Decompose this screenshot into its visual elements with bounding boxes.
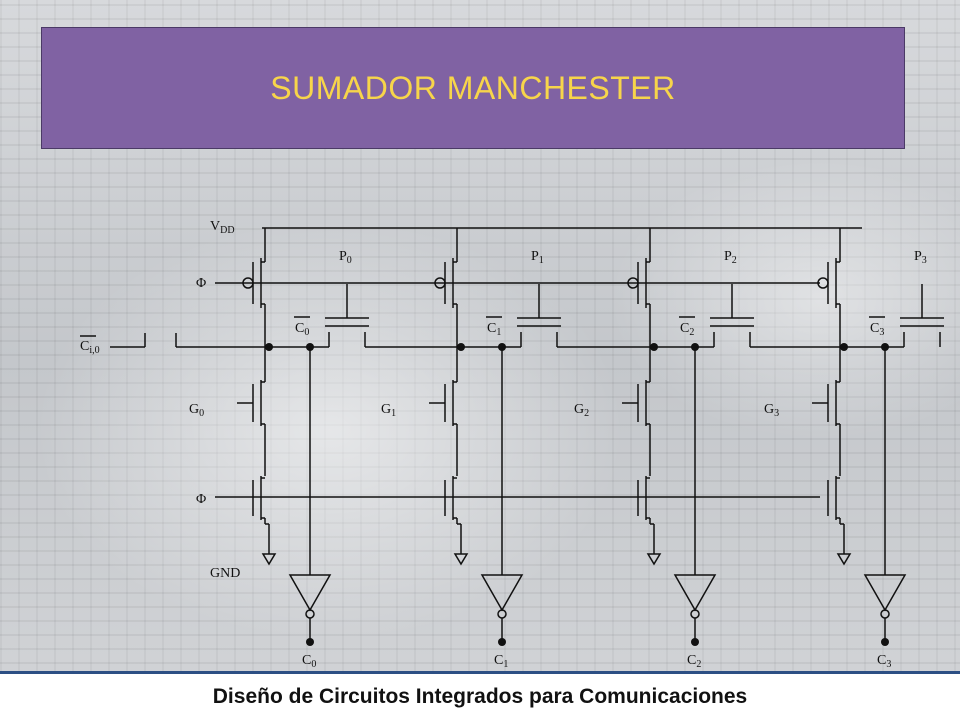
output-inverter-1 — [480, 574, 524, 612]
slide-title: SUMADOR MANCHESTER — [270, 69, 676, 106]
output-terminal-0 — [306, 638, 314, 646]
title-banner: SUMADOR MANCHESTER — [41, 27, 905, 149]
carry-in-label: Ci,0 — [80, 339, 100, 356]
phi-precharge-label: Φ — [196, 276, 206, 291]
generate-label-2: G2 — [574, 402, 589, 419]
carry-bar-label-3: C3 — [870, 321, 884, 338]
output-inverter-2 — [673, 574, 717, 612]
ground-symbol-1 — [453, 553, 469, 566]
carry-out-label-1: C1 — [494, 653, 508, 670]
propagate-label-3: P3 — [914, 249, 927, 266]
schematic-wires — [110, 227, 862, 348]
carry-bar-label-1: C1 — [487, 321, 501, 338]
carry-out-label-0: C0 — [302, 653, 316, 670]
generate-label-1: G1 — [381, 402, 396, 419]
course-title: Diseño de Circuitos Integrados para Comu… — [212, 685, 748, 708]
generate-label-3: G3 — [764, 402, 779, 419]
pmos-bubble-1 — [434, 277, 446, 289]
output-terminal-2 — [691, 638, 699, 646]
carry-bar-label-0: C0 — [295, 321, 309, 338]
ground-symbol-2 — [646, 553, 662, 566]
pmos-bubble-2 — [627, 277, 639, 289]
generate-label-0: G0 — [189, 402, 204, 419]
schematic-labels: VDD GND Φ Φ Ci,0 — [80, 219, 240, 581]
output-inverter-0 — [288, 574, 332, 612]
gnd-label: GND — [210, 566, 240, 581]
footer-bar: Diseño de Circuitos Integrados para Comu… — [0, 674, 960, 720]
ground-symbol-3 — [836, 553, 852, 566]
carry-bar-label-2: C2 — [680, 321, 694, 338]
carry-out-label-2: C2 — [687, 653, 701, 670]
carry-out-label-3: C3 — [877, 653, 891, 670]
propagate-label-2: P2 — [724, 249, 737, 266]
propagate-label-1: P1 — [531, 249, 544, 266]
phi-evaluate-label: Φ — [196, 492, 206, 507]
output-terminal-3 — [881, 638, 889, 646]
pmos-bubble-3 — [817, 277, 829, 289]
output-terminal-1 — [498, 638, 506, 646]
pmos-bubble-0 — [242, 277, 254, 289]
ground-symbol-0 — [261, 553, 277, 566]
output-inverter-3 — [863, 574, 907, 612]
vdd-label: VDD — [210, 219, 235, 236]
propagate-label-0: P0 — [339, 249, 352, 266]
footer-divider — [0, 671, 960, 674]
